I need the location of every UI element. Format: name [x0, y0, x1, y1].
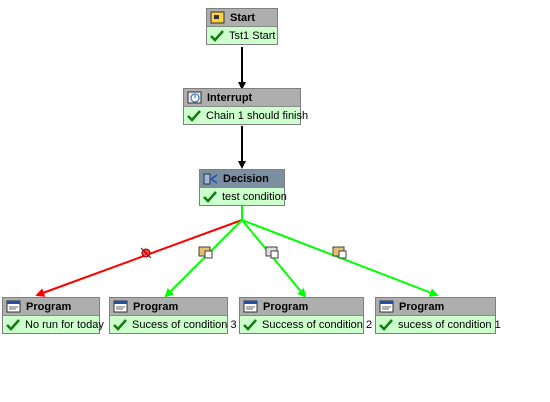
decision-icon [203, 172, 219, 186]
node-header: Program [240, 298, 363, 316]
node-status: Sucess of condition 3 [110, 316, 237, 333]
node-title: Program [26, 300, 72, 313]
checkmark-icon [6, 318, 20, 331]
checkmark-icon [379, 318, 393, 331]
node-header: Program [110, 298, 227, 316]
program-icon [243, 300, 259, 314]
node-status-text: sucess of condition 1 [398, 318, 501, 331]
edge-condition-icon[interactable] [332, 246, 347, 259]
interrupt-clock-icon [187, 91, 203, 105]
edge-decision-to-program-no-run[interactable] [35, 219, 243, 297]
node-status-text: test condition [222, 190, 287, 203]
node-status: Chain 1 should finish [184, 107, 308, 124]
node-title: Start [230, 11, 256, 24]
node-status: test condition [200, 188, 287, 205]
node-title: Program [133, 300, 179, 313]
node-title: Interrupt [207, 91, 253, 104]
start-flag-icon [210, 11, 226, 25]
node-header: Program [376, 298, 495, 316]
checkmark-icon [210, 29, 224, 42]
node-program-condition-3[interactable]: Program Sucess of condition 3 [109, 297, 237, 334]
checkmark-icon [113, 318, 127, 331]
node-program-condition-1[interactable]: Program sucess of condition 1 [375, 297, 501, 334]
checkmark-icon [243, 318, 257, 331]
node-status: No run for today [3, 316, 104, 333]
edge-condition-icon[interactable] [198, 246, 213, 259]
program-icon [6, 300, 22, 314]
node-status: Tst1 Start [207, 27, 277, 44]
node-header: Program [3, 298, 99, 316]
node-title: Decision [223, 172, 269, 185]
node-title: Program [399, 300, 445, 313]
node-decision[interactable]: Decision test condition [199, 169, 287, 206]
node-status-text: Tst1 Start [229, 29, 276, 42]
node-status-text: Chain 1 should finish [206, 109, 309, 122]
checkmark-icon [187, 109, 201, 122]
node-program-no-run[interactable]: Program No run for today [2, 297, 104, 334]
node-status-text: No run for today [25, 318, 104, 331]
node-status-text: Success of condition 2 [262, 318, 373, 331]
edge-condition-icon[interactable] [265, 246, 279, 259]
node-status: sucess of condition 1 [376, 316, 501, 333]
node-header: Decision [200, 170, 284, 188]
node-title: Program [263, 300, 309, 313]
program-icon [113, 300, 129, 314]
edge-no-run-icon[interactable] [140, 247, 152, 259]
node-header: Start [207, 9, 277, 27]
node-header: Interrupt [184, 89, 300, 107]
node-status: Success of condition 2 [240, 316, 372, 333]
node-status-text: Sucess of condition 3 [132, 318, 237, 331]
node-start[interactable]: Start Tst1 Start [206, 8, 278, 45]
node-interrupt[interactable]: Interrupt Chain 1 should finish [183, 88, 308, 125]
node-program-condition-2[interactable]: Program Success of condition 2 [239, 297, 372, 334]
checkmark-icon [203, 190, 217, 203]
program-icon [379, 300, 395, 314]
edge-decision-to-program-condition-1[interactable] [241, 219, 439, 297]
